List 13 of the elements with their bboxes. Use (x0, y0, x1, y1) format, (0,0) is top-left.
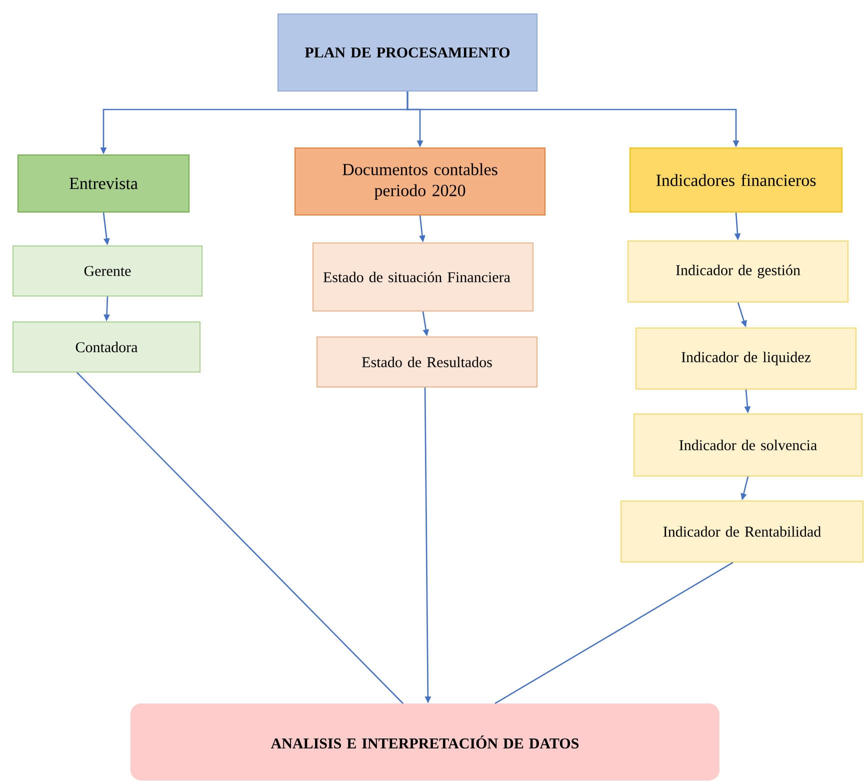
item-box: Indicador de liquidez (636, 328, 856, 390)
item-box: Indicador de gestión (628, 240, 848, 302)
category-box: Documentos contables periodo 2020 (294, 148, 546, 216)
item-box: Gerente (12, 246, 202, 296)
category-box: Indicadores financieros (630, 148, 842, 212)
item-box: Indicador de solvencia (634, 414, 862, 476)
category-box: Entrevista (18, 154, 190, 212)
item-box: Contadora (12, 322, 200, 372)
item-box: Indicador de Rentabilidad (620, 500, 864, 562)
title-box: PLAN DE PROCESAMIENTO (278, 14, 538, 92)
item-box: Estado de Resultados (316, 336, 538, 388)
item-box: Estado de situación Financiera (312, 242, 534, 312)
result-box: ANALISIS E INTERPRETACIÓN DE DATOS (130, 704, 720, 780)
